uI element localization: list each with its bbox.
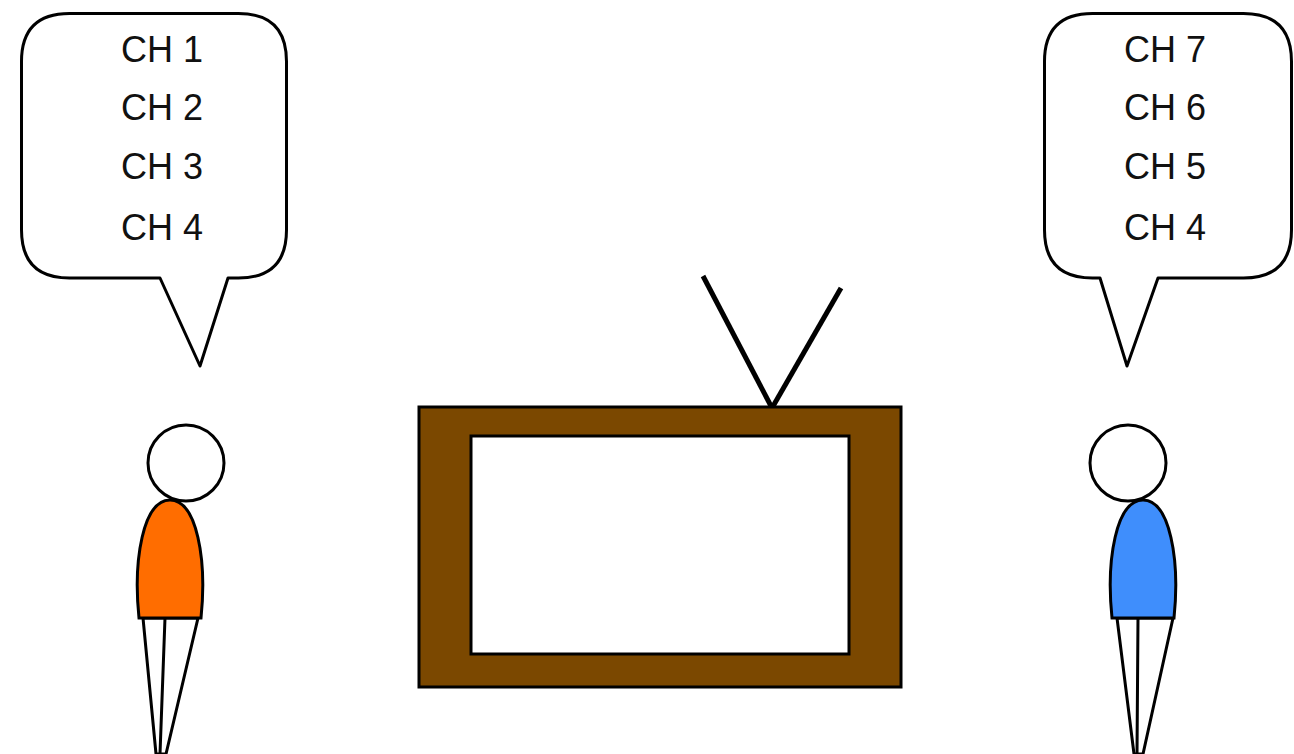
- head: [148, 425, 224, 501]
- bubble-shape: [22, 14, 287, 367]
- body: [137, 500, 202, 618]
- antenna: [772, 288, 841, 408]
- channel-label: CH 7: [1124, 30, 1206, 70]
- head: [1090, 425, 1166, 501]
- channel-label: CH 4: [1124, 208, 1206, 248]
- channel-label: CH 3: [121, 147, 203, 187]
- channel-label: CH 5: [1124, 147, 1206, 187]
- channel-label: CH 1: [121, 30, 203, 70]
- tv-screen: [471, 436, 849, 654]
- speech-bubble: CH 7 CH 6 CH 5 CH 4: [1043, 12, 1293, 368]
- television: [419, 276, 901, 687]
- leg: [160, 618, 198, 754]
- antenna: [703, 276, 772, 408]
- leg: [1137, 618, 1173, 754]
- person-right: [1090, 425, 1176, 754]
- bubble-shape: [1045, 14, 1292, 367]
- tv-cabinet: [419, 407, 901, 687]
- channel-label: CH 6: [1124, 88, 1206, 128]
- body: [1110, 500, 1175, 618]
- speech-bubble: CH 1 CH 2 CH 3 CH 4: [20, 12, 288, 368]
- channel-label: CH 2: [121, 88, 203, 128]
- person-left: [137, 425, 224, 754]
- channel-label: CH 4: [121, 208, 203, 248]
